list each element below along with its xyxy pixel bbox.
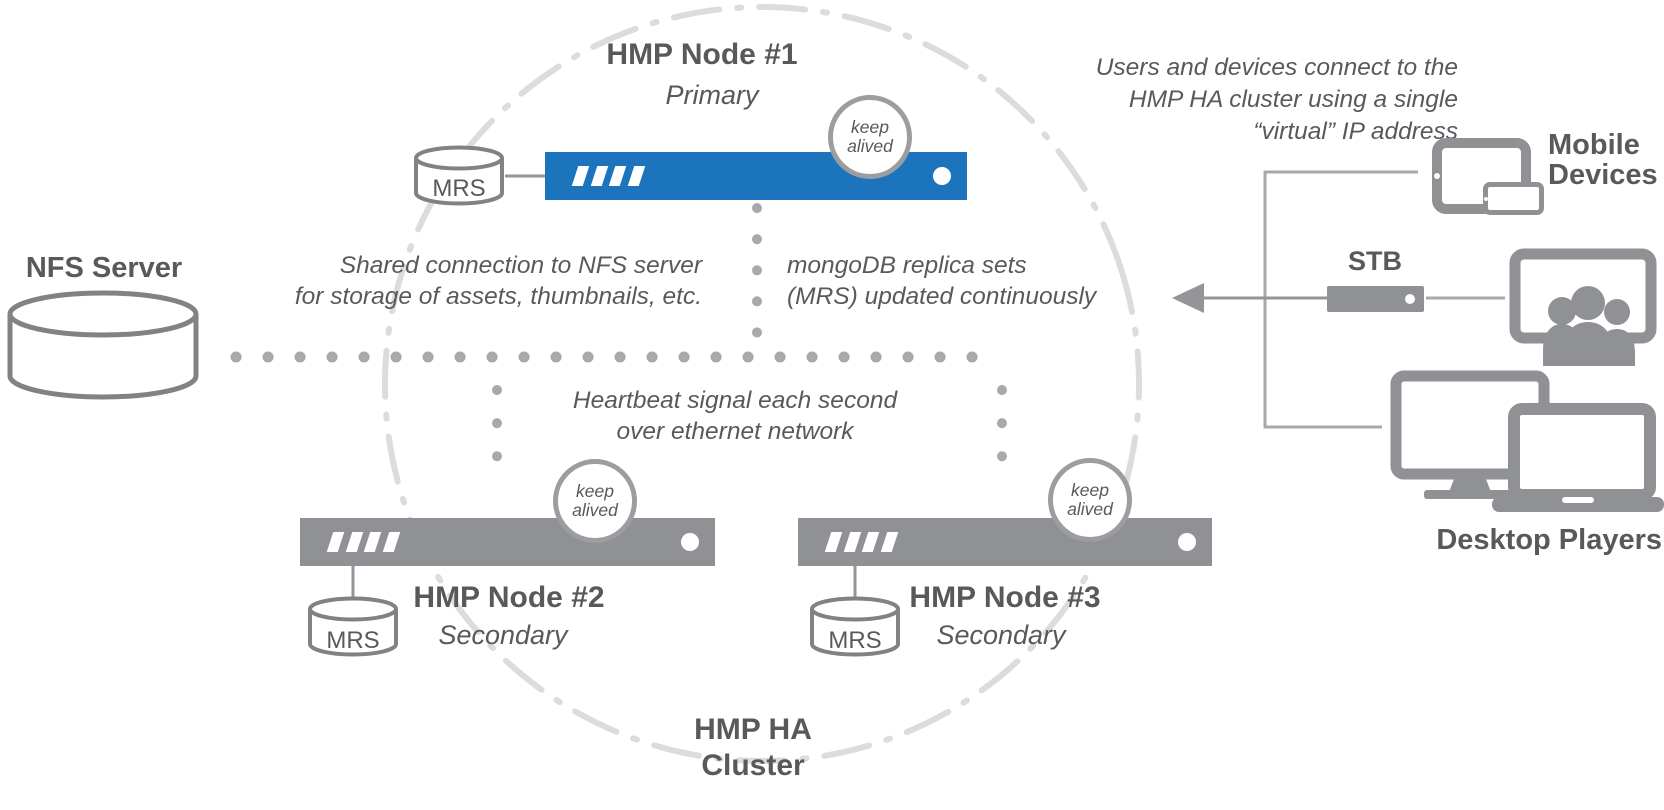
nfs-shared-note: Shared connection to NFS server for stor… xyxy=(294,252,702,310)
mrs-database-icon-node3: MRS xyxy=(809,595,901,659)
nfs-server-label: NFS Server xyxy=(25,252,183,284)
replica-note: mongoDB replica sets (MRS) updated conti… xyxy=(787,252,1097,310)
keepalive-line1: keep xyxy=(851,117,889,137)
keepalive-line1: keep xyxy=(1071,480,1109,500)
server-led-icon xyxy=(933,167,951,185)
heartbeat-note: Heartbeat signal each second over ethern… xyxy=(572,387,898,445)
server-vents-icon xyxy=(326,532,404,552)
mobile-devices-label: Mobile Devices xyxy=(1548,129,1658,191)
cluster-dashed-ring xyxy=(382,4,1142,764)
node1-title: HMP Node #1 xyxy=(606,38,798,71)
node1-role: Primary xyxy=(665,80,759,110)
smartphone-icon xyxy=(1483,182,1544,215)
node3-server-bar xyxy=(798,518,1212,566)
mrs-label: MRS xyxy=(828,627,882,654)
stb-icon xyxy=(1327,286,1424,312)
desktop-players-label: Desktop Players xyxy=(1436,524,1662,556)
left-arrow-icon xyxy=(1172,283,1204,313)
keepalive-badge-node3: keep alived xyxy=(1048,458,1132,542)
mrs-label: MRS xyxy=(432,175,486,202)
node2-server-bar xyxy=(300,518,715,566)
node2-title: HMP Node #2 xyxy=(413,581,605,614)
keepalive-badge-node2: keep alived xyxy=(553,459,637,543)
node3-title: HMP Node #3 xyxy=(909,581,1101,614)
server-vents-icon xyxy=(824,532,902,552)
keepalive-line2: alived xyxy=(847,136,893,156)
keepalive-line2: alived xyxy=(572,500,618,520)
mrs-database-icon-node1: MRS xyxy=(413,145,505,207)
stb-label: STB xyxy=(1348,246,1402,276)
nfs-database-icon xyxy=(5,290,201,402)
server-vents-icon xyxy=(571,166,649,186)
tv-audience-icon xyxy=(1505,248,1664,366)
virtual-ip-note: Users and devices connect to the HMP HA … xyxy=(1095,54,1458,145)
server-led-icon xyxy=(1178,533,1196,551)
mrs-label: MRS xyxy=(326,627,380,654)
keepalive-badge-node1: keep alived xyxy=(828,95,912,179)
node3-role: Secondary xyxy=(936,620,1066,650)
keepalive-line2: alived xyxy=(1067,499,1113,519)
server-led-icon xyxy=(681,533,699,551)
node2-role: Secondary xyxy=(438,620,568,650)
mrs-database-icon-node2: MRS xyxy=(307,595,399,659)
laptop-icon xyxy=(1492,403,1664,515)
keepalive-line1: keep xyxy=(576,481,614,501)
cluster-label: HMP HA Cluster xyxy=(694,713,812,782)
